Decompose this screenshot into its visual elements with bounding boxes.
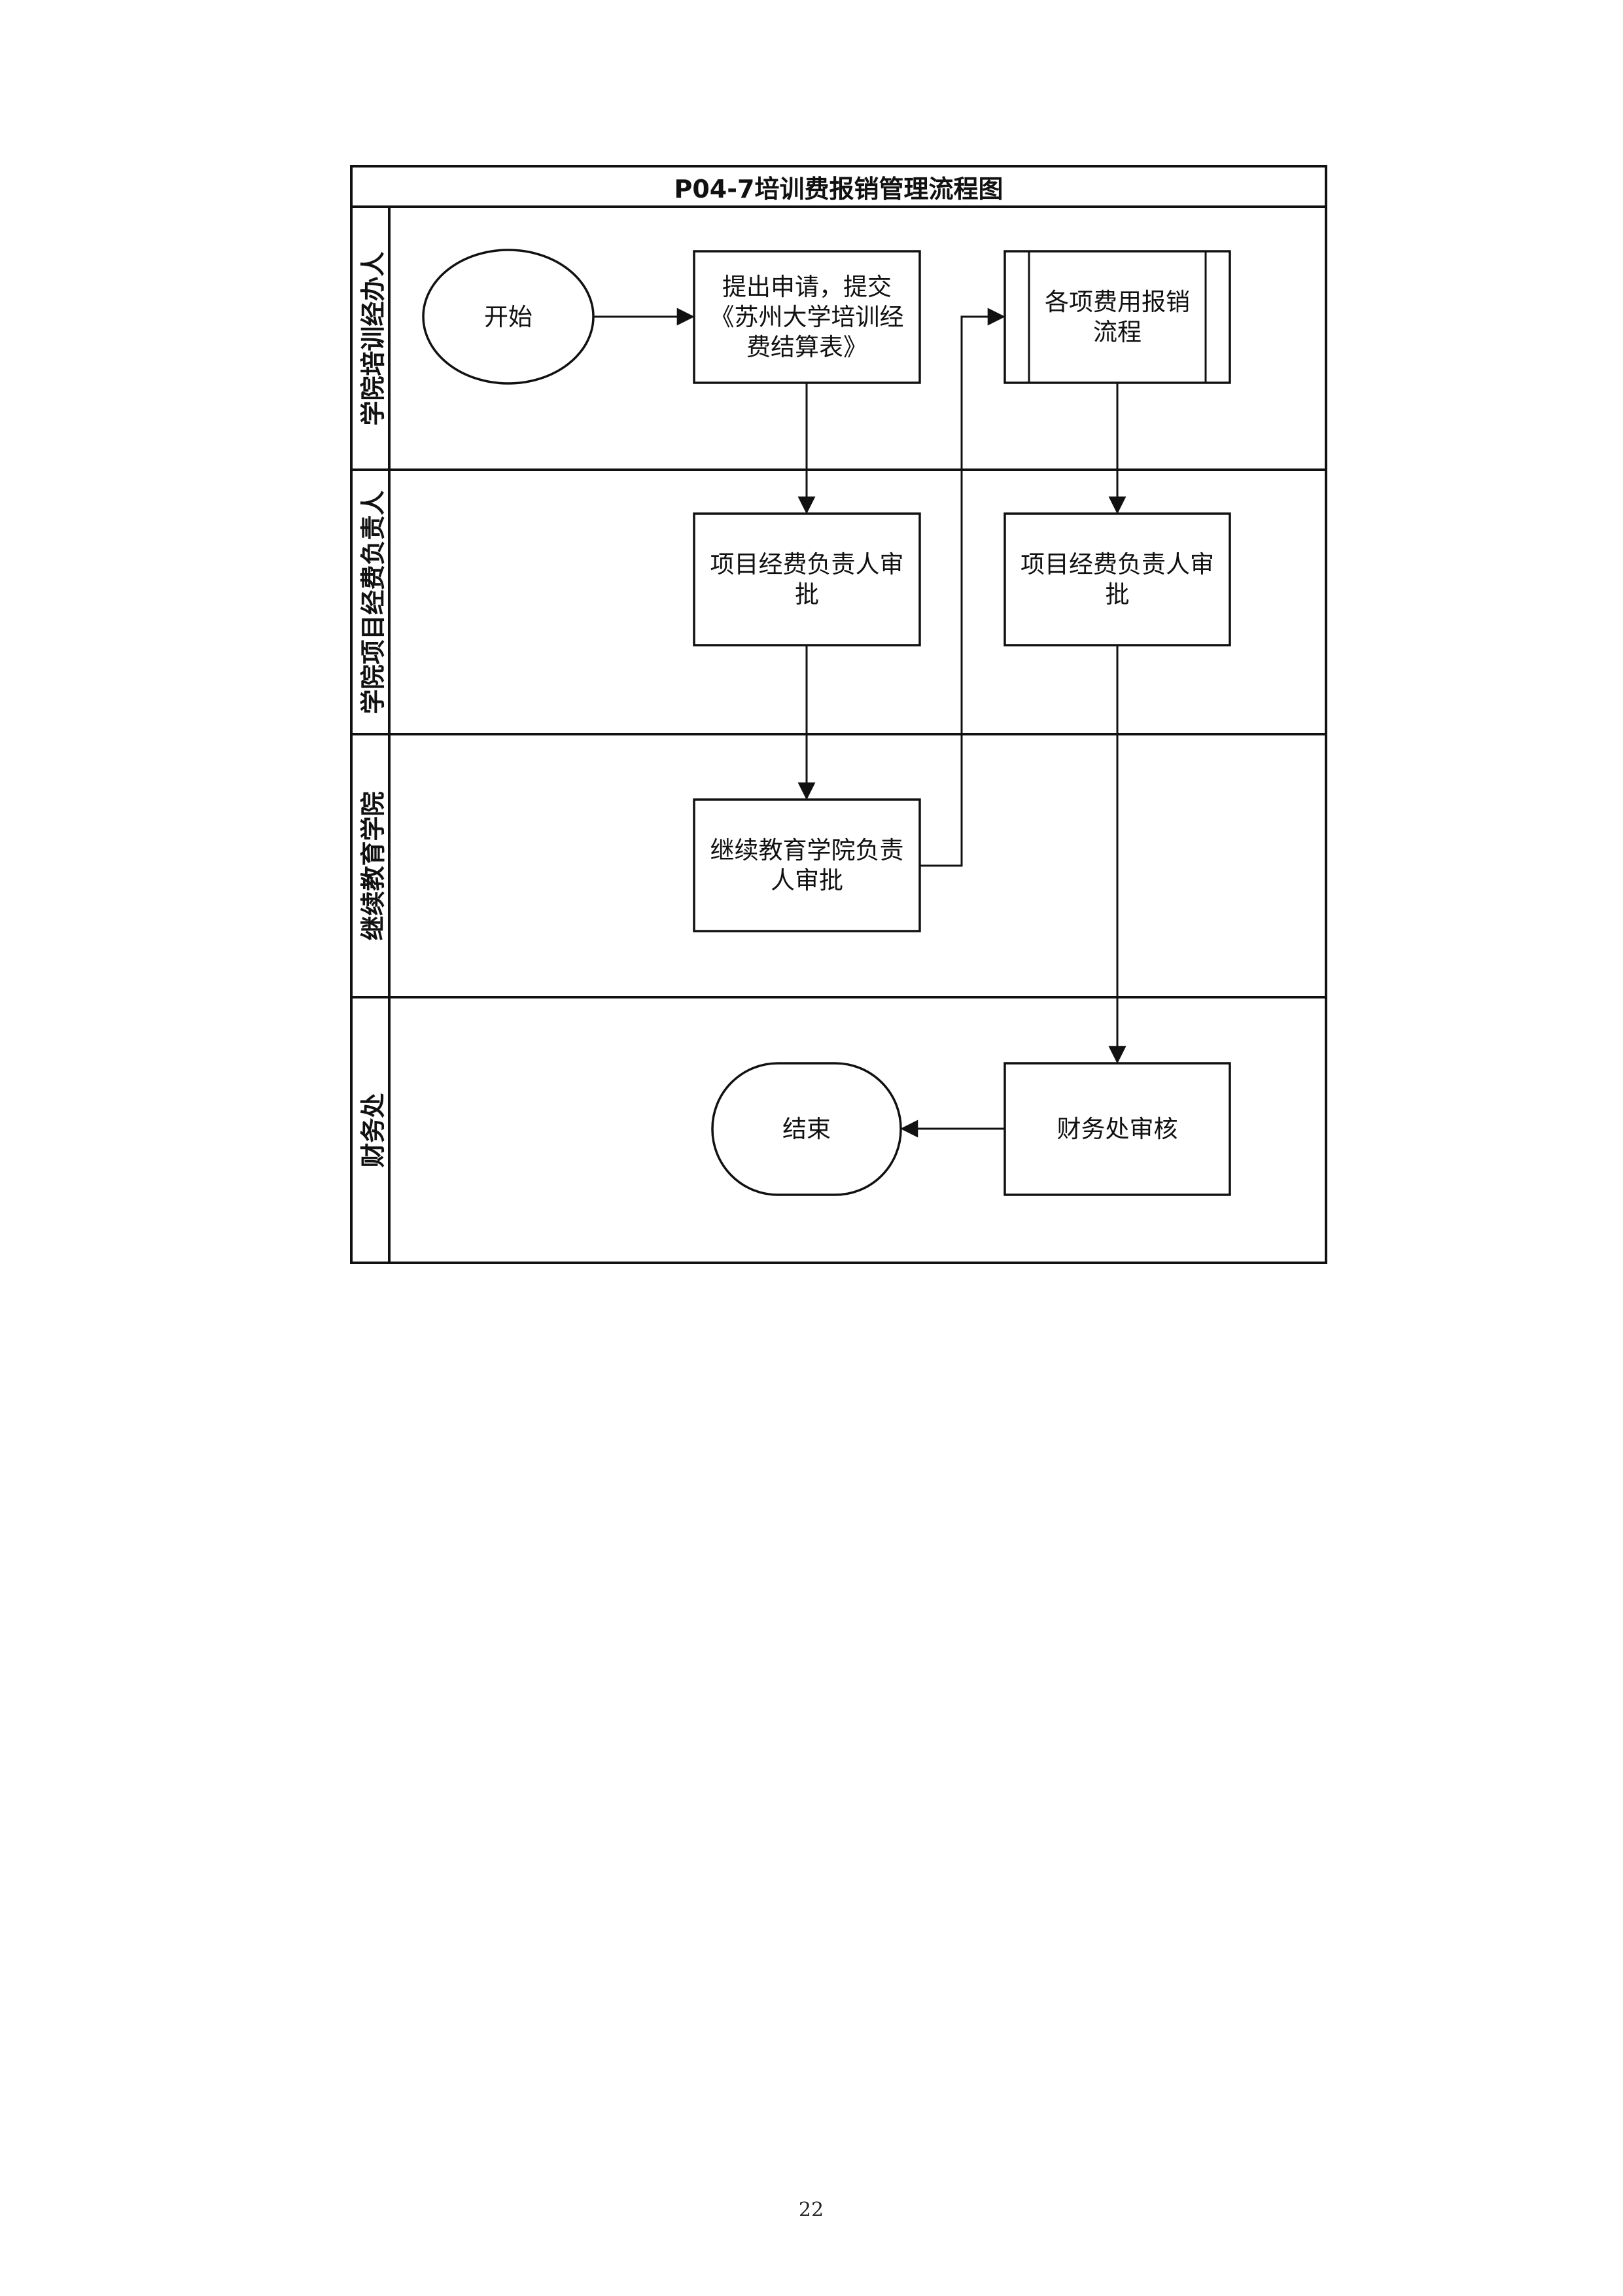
diagram-title: P04-7培训费报销管理流程图 <box>674 174 1003 203</box>
approve-2-node-label: 项目经费负责人审批 <box>1021 550 1214 609</box>
page-number: 22 <box>798 2199 824 2221</box>
diagram-frame <box>350 165 1327 1264</box>
connector-ce-to-subprocess <box>920 308 1005 867</box>
ce-approve-node-shape <box>693 798 921 932</box>
finance-node-shape <box>1003 1062 1231 1196</box>
finance-node-label: 财务处审核 <box>1056 1114 1178 1143</box>
subprocess-node-shape <box>1003 250 1231 384</box>
start-node-label: 开始 <box>484 302 532 331</box>
lane-label-finance: 财务处 <box>353 998 389 1262</box>
lane-label-project-lead: 学院项目经费负责人 <box>353 471 389 733</box>
lane-label-finance-text: 财务处 <box>358 1092 388 1168</box>
approve-1-node-shape <box>693 512 921 646</box>
lane-label-applicant-text: 学院培训经办人 <box>358 251 388 426</box>
end-node-label: 结束 <box>782 1114 831 1143</box>
lane-label-continuing-education: 继续教育学院 <box>353 735 389 996</box>
lane-label-project-lead-text: 学院项目经费负责人 <box>358 489 388 715</box>
lane-label-continuing-education-text: 继续教育学院 <box>358 790 388 941</box>
approve-2-node-shape <box>1003 512 1231 646</box>
lane-label-applicant: 学院培训经办人 <box>353 208 389 468</box>
subprocess-node-label: 各项费用报销流程 <box>1045 287 1190 346</box>
approve-1-node-label: 项目经费负责人审批 <box>710 550 904 609</box>
ce-approve-node-label: 继续教育学院负责人审批 <box>710 836 904 894</box>
apply-node-label: 提出申请，提交《苏州大学培训经费结算表》 <box>710 272 904 361</box>
